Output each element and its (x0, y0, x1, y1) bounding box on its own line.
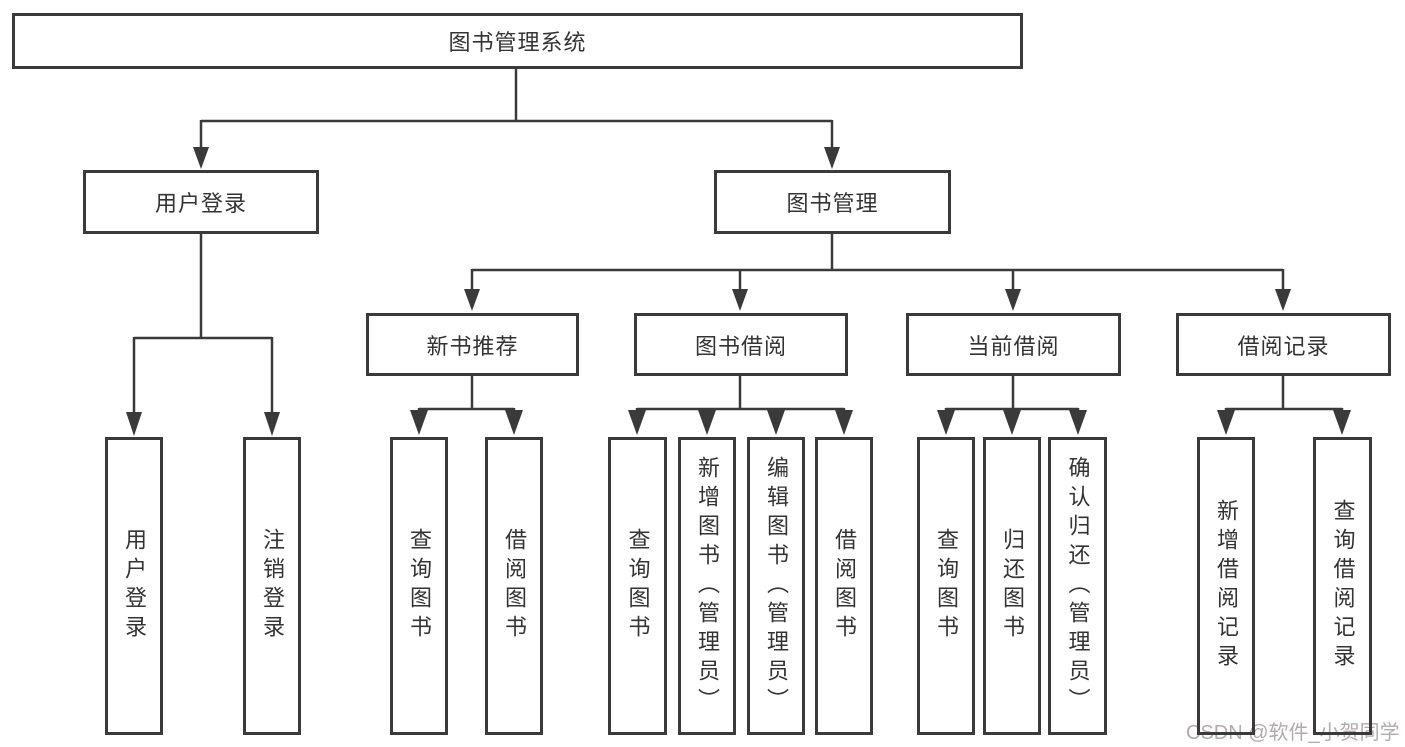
leaf-add-borrow-record: 新增借阅记录 (1197, 437, 1255, 735)
leaf-newbook-borrow-books: 借阅图书 (485, 437, 543, 735)
leaf-query-borrow-record: 查询借阅记录 (1313, 437, 1372, 735)
connector-borrowrecord-to-leaves (1217, 376, 1351, 435)
node-borrowing-records: 借阅记录 (1176, 313, 1391, 376)
leaf-confirm-return-admin: 确认归还（管理员） (1048, 437, 1107, 735)
node-library-management-system: 图书管理系统 (12, 13, 1023, 69)
connector-root-to-level2 (193, 69, 840, 169)
leaf-add-books-admin: 新增图书（管理员） (678, 437, 736, 735)
leaf-edit-books-admin: 编辑图书（管理员） (747, 437, 805, 735)
node-book-management: 图书管理 (714, 170, 951, 234)
leaf-newbook-query-books: 查询图书 (390, 437, 448, 735)
node-current-borrowing: 当前借阅 (906, 313, 1121, 376)
leaf-logout: 注销登录 (243, 437, 301, 735)
connector-bookmgmt-to-level3 (464, 233, 1291, 311)
leaf-user-login: 用户登录 (105, 437, 163, 735)
connector-userlogin-to-leaves (126, 233, 280, 436)
leaf-return-books: 归还图书 (983, 437, 1041, 735)
connector-currentborrow-to-leaves (937, 376, 1087, 435)
csdn-watermark: CSDN @软件_小贺同学 (1186, 722, 1400, 744)
leaf-borrowing-query-books: 查询图书 (608, 437, 667, 735)
connector-newbook-to-leaves (410, 376, 523, 435)
node-book-borrowing: 图书借阅 (634, 313, 848, 376)
node-new-book-recommend: 新书推荐 (366, 313, 579, 376)
leaf-current-query-books: 查询图书 (917, 437, 975, 735)
leaf-borrowing-borrow-books: 借阅图书 (815, 437, 873, 735)
connector-bookborrow-to-leaves (628, 376, 853, 435)
node-user-login: 用户登录 (83, 170, 319, 234)
